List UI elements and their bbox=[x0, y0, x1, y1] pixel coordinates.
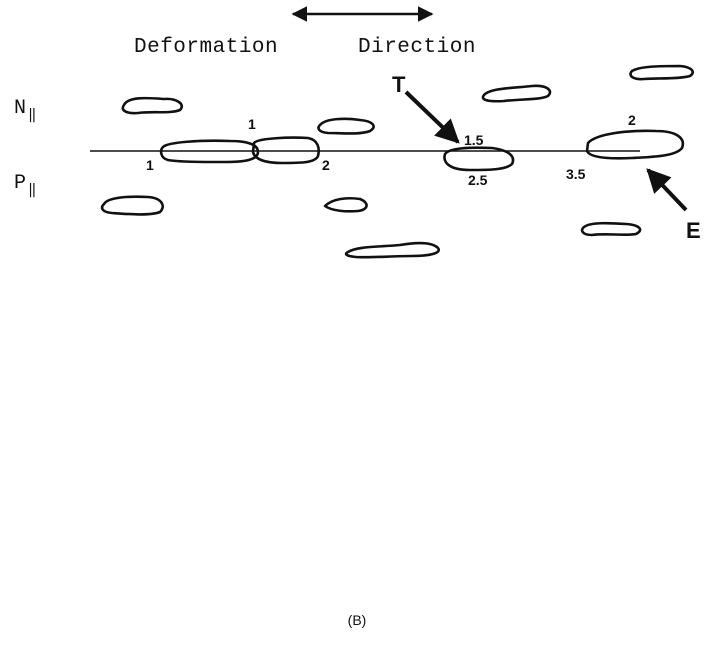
blob-1 bbox=[121, 96, 184, 115]
blob-10 bbox=[585, 129, 685, 160]
number-2-right: 2 bbox=[628, 112, 636, 128]
figure-caption: (B) bbox=[347, 612, 367, 628]
row-label-n-letter: N bbox=[14, 97, 27, 120]
row-label-p-letter: P bbox=[14, 172, 27, 195]
row-label-n: N‖ bbox=[14, 97, 36, 124]
blob-3 bbox=[251, 136, 320, 165]
deformation-direction-title: Deformation Direction bbox=[134, 36, 475, 59]
blob-7 bbox=[344, 241, 441, 259]
number-2-5: 2.5 bbox=[468, 172, 488, 188]
number-2-mid: 2 bbox=[322, 157, 330, 173]
blob-5 bbox=[100, 195, 164, 216]
title-word-deformation: Deformation bbox=[134, 36, 279, 59]
blob-4 bbox=[317, 117, 375, 135]
arrow-label-e: E bbox=[686, 218, 701, 243]
number-1-left: 1 bbox=[146, 157, 154, 173]
blob-2 bbox=[159, 139, 260, 164]
arrow-label-t: T bbox=[392, 72, 406, 97]
blob-9 bbox=[481, 84, 552, 103]
blob-8 bbox=[443, 146, 515, 172]
number-1-top: 1 bbox=[248, 116, 256, 132]
row-label-p-subscript: ‖ bbox=[28, 183, 37, 199]
blob-11 bbox=[629, 64, 694, 81]
e-arrow bbox=[646, 168, 688, 212]
row-label-p: P‖ bbox=[14, 172, 36, 199]
blob-6 bbox=[323, 196, 368, 213]
blob-12 bbox=[580, 221, 642, 237]
number-3-5: 3.5 bbox=[566, 166, 586, 182]
number-1-5: 1.5 bbox=[464, 132, 484, 148]
t-arrow bbox=[404, 90, 460, 144]
row-label-n-subscript: ‖ bbox=[28, 108, 37, 124]
title-word-direction: Direction bbox=[358, 36, 476, 59]
